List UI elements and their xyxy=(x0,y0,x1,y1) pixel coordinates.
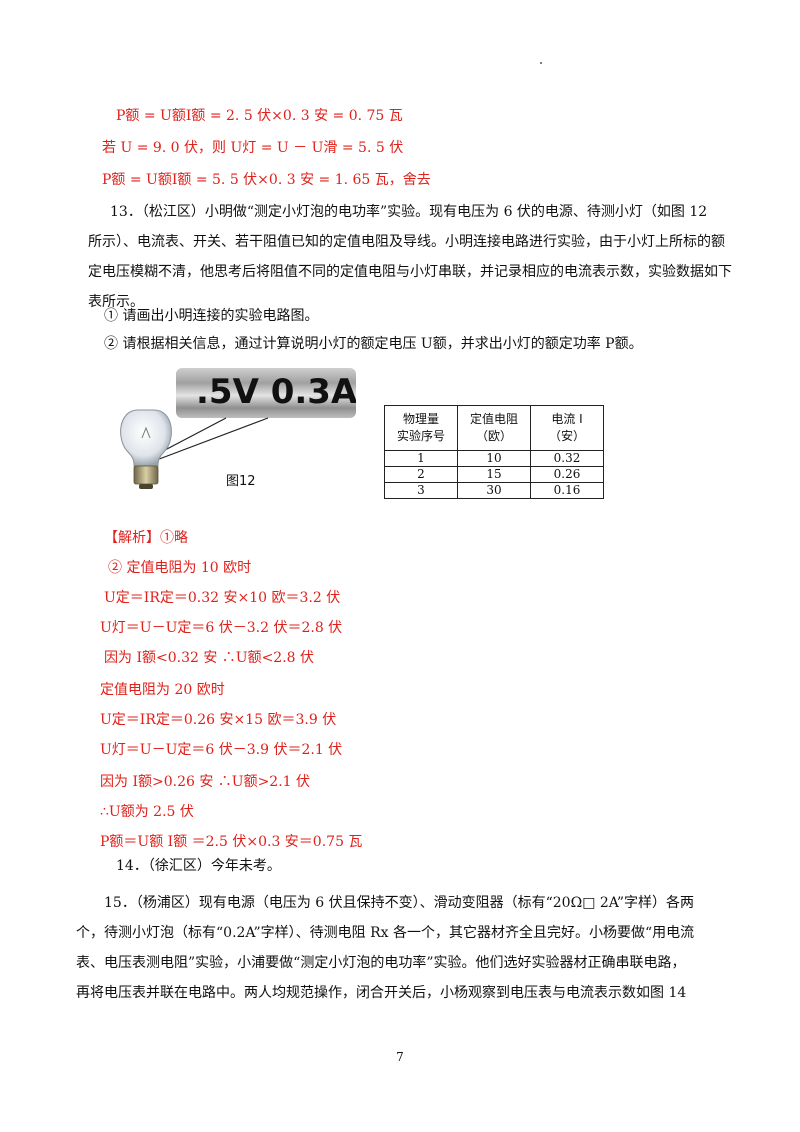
table-header-row: 物理量 实验序号 定值电阻 （欧） 电流 I （安） xyxy=(384,405,604,451)
analysis-line-3: U定＝IR定＝0.32 安×10 欧＝3.2 伏 xyxy=(104,590,341,606)
analysis-line-6: 定值电阻为 20 欧时 xyxy=(100,682,225,698)
bulb-label-photo: .5V 0.3A xyxy=(176,368,356,418)
table-row: 3 30 0.16 xyxy=(384,482,604,499)
header-cell: 电流 I （安） xyxy=(530,405,604,451)
q13-sub-2: ② 请根据相关信息，通过计算说明小灯的额定电压 U额，并求出小灯的额定功率 P额… xyxy=(104,336,643,352)
table-row: 2 15 0.26 xyxy=(384,466,604,483)
figure-caption: 图12 xyxy=(226,474,256,489)
table-cell: 0.16 xyxy=(530,482,604,499)
header-cell: 定值电阻 （欧） xyxy=(457,405,531,451)
q13-line-1: 13．（松江区）小明做“测定小灯泡的电功率”实验。现有电压为 6 伏的电源、待测… xyxy=(110,204,708,220)
q15-line-1: 15．（杨浦区）现有电源（电压为 6 伏且保持不变）、滑动变阻器（标有“20Ω□… xyxy=(104,895,694,911)
analysis-line-7: U定＝IR定＝0.26 安×15 欧＝3.9 伏 xyxy=(100,712,337,728)
page-number: 7 xyxy=(396,1050,404,1064)
bulb-illustration xyxy=(120,409,269,489)
table-cell: 0.26 xyxy=(530,466,604,483)
top-dot xyxy=(540,62,542,64)
q15-line-3: 表、电压表测电阻”实验，小浦要做“测定小灯泡的电功率”实验。他们选好实验器材正确… xyxy=(76,955,686,971)
q13-sub-1: ① 请画出小明连接的实验电路图。 xyxy=(104,308,319,324)
data-table: 物理量 实验序号 定值电阻 （欧） 电流 I （安） 1 10 0.32 2 1… xyxy=(384,405,604,499)
header-cell: 物理量 实验序号 xyxy=(384,405,458,451)
analysis-line-2: ② 定值电阻为 10 欧时 xyxy=(108,560,252,576)
table-cell: 1 xyxy=(384,450,458,467)
analysis-line-8: U灯＝U－U定＝6 伏－3.9 伏＝2.1 伏 xyxy=(100,742,343,758)
table-row: 1 10 0.32 xyxy=(384,450,604,467)
table-cell: 3 xyxy=(384,482,458,499)
analysis-line-5: 因为 I额<0.32 安 ∴U额<2.8 伏 xyxy=(104,650,315,666)
formula-line-1: P额 = U额I额 = 2. 5 伏×0. 3 安 = 0. 75 瓦 xyxy=(116,108,403,124)
analysis-line-1: 【解析】①略 xyxy=(104,530,188,546)
table-cell: 30 xyxy=(457,482,531,499)
table-cell: 0.32 xyxy=(530,450,604,467)
q15-line-4: 再将电压表并联在电路中。两人均规范操作，闭合开关后，小杨观察到电压表与电流表示数… xyxy=(76,985,687,1001)
analysis-line-4: U灯＝U－U定＝6 伏－3.2 伏＝2.8 伏 xyxy=(100,620,343,636)
formula-line-3: P额 = U额I额 = 5. 5 伏×0. 3 安 = 1. 65 瓦，舍去 xyxy=(102,172,431,188)
q13-line-3: 定电压模糊不清，他思考后将阻值不同的定值电阻与小灯串联，并记录相应的电流表示数，… xyxy=(88,264,732,280)
q14-line: 14．（徐汇区）今年未考。 xyxy=(116,858,281,874)
analysis-line-11: P额＝U额 I额 ＝2.5 伏×0.3 安＝0.75 瓦 xyxy=(100,834,363,850)
bulb-label-text: .5V 0.3A xyxy=(196,372,356,412)
table-cell: 15 xyxy=(457,466,531,483)
analysis-line-9: 因为 I额>0.26 安 ∴U额>2.1 伏 xyxy=(100,774,311,790)
q13-line-2: 所示）、电流表、开关、若干阻值已知的定值电阻及导线。小明连接电路进行实验，由于小… xyxy=(88,234,725,250)
q15-line-2: 个，待测小灯泡（标有“0.2A”字样）、待测电阻 Rx 各一个，其它器材齐全且完… xyxy=(76,925,695,941)
figure-12: .5V 0.3A xyxy=(118,368,358,496)
formula-line-2: 若 U = 9. 0 伏，则 U灯 = U － U滑 = 5. 5 伏 xyxy=(102,140,404,156)
analysis-line-10: ∴U额为 2.5 伏 xyxy=(100,804,194,820)
q13-line-4: 表所示。 xyxy=(88,294,144,310)
table-cell: 10 xyxy=(457,450,531,467)
table-cell: 2 xyxy=(384,466,458,483)
